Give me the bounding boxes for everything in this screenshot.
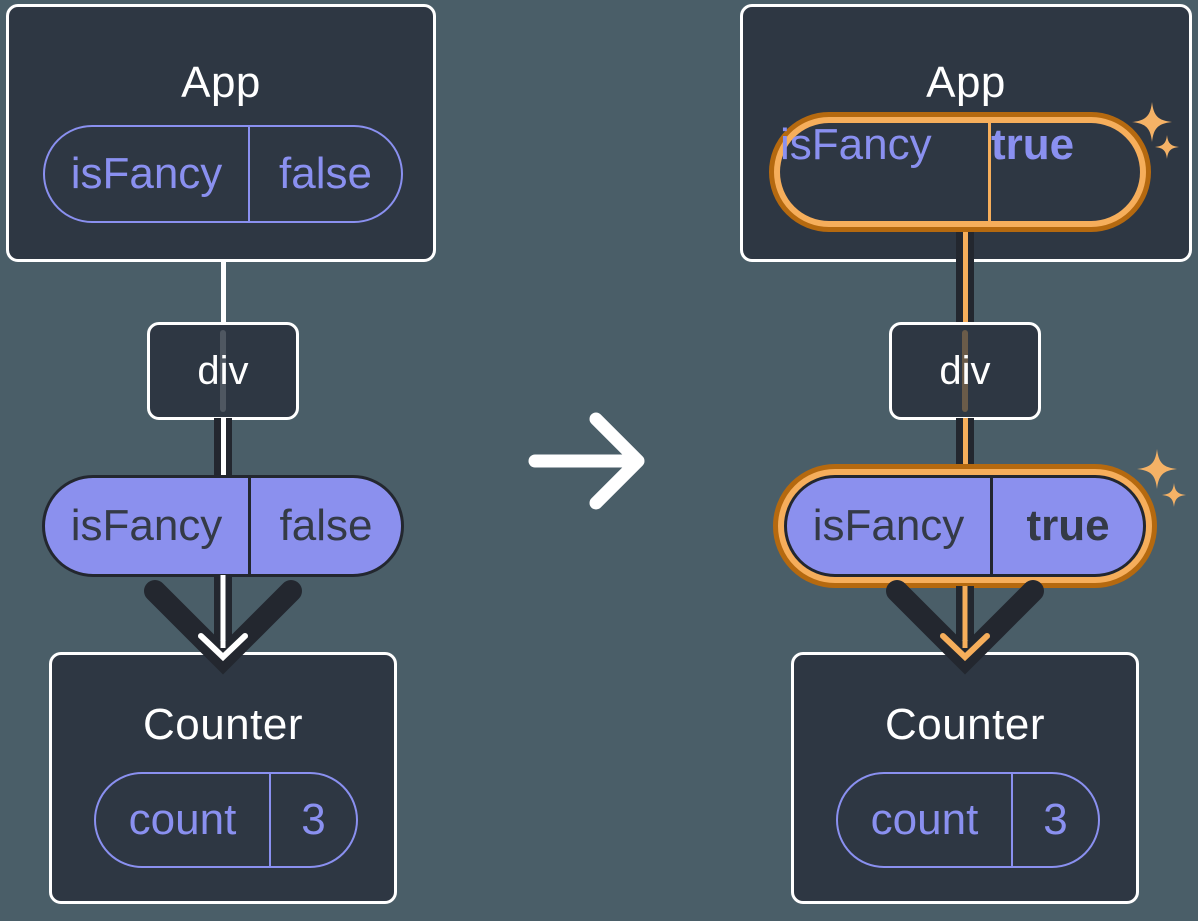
prop-flow-line-core <box>220 418 226 478</box>
app-div-edge-line <box>220 260 226 324</box>
prop-flow-line-core <box>962 418 968 478</box>
div-element-card: div <box>147 322 299 420</box>
prop-value: true <box>991 120 1075 169</box>
passed-prop-pill: isFancy false <box>42 475 404 577</box>
state-pill: count 3 <box>94 772 358 868</box>
passed-prop-pill: isFancy true <box>784 475 1146 577</box>
prop-value: false <box>279 149 372 198</box>
app-title: App <box>926 58 1006 107</box>
app-title: App <box>181 58 261 107</box>
prop-value: false <box>279 501 373 550</box>
prop-name: isFancy <box>45 478 251 574</box>
div-label: div <box>939 348 991 393</box>
prop-value: true <box>1026 501 1110 550</box>
app-div-edge-line-core <box>962 230 968 324</box>
app-prop-pill: isFancy true <box>780 123 1140 221</box>
state-name: count <box>96 774 271 866</box>
state-name: count <box>838 774 1013 866</box>
pass-through-line <box>962 330 968 412</box>
prop-name: isFancy <box>45 127 250 221</box>
state-pill: count 3 <box>836 772 1100 868</box>
counter-component-card: Counter count 3 <box>791 652 1139 904</box>
counter-component-card: Counter count 3 <box>49 652 397 904</box>
prop-name: isFancy <box>780 123 991 221</box>
div-label: div <box>197 348 249 393</box>
state-value: 3 <box>301 795 326 844</box>
prop-name: isFancy <box>787 478 993 574</box>
highlight-ring: isFancy true <box>773 464 1157 588</box>
div-element-card: div <box>889 322 1041 420</box>
counter-title: Counter <box>884 700 1046 749</box>
counter-title: Counter <box>142 700 304 749</box>
highlight-ring: isFancy true <box>769 112 1151 232</box>
state-value: 3 <box>1043 795 1068 844</box>
pass-through-line <box>220 330 226 412</box>
app-prop-pill: isFancy false <box>43 125 403 223</box>
